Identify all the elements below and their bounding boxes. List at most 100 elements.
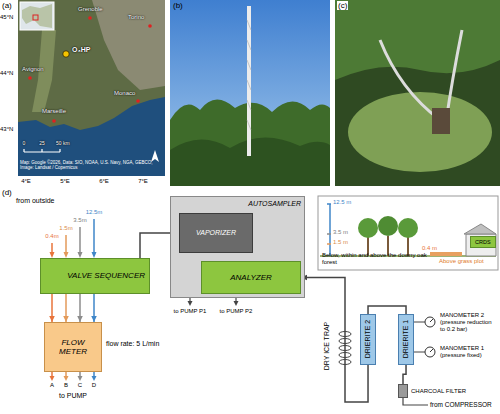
container-box: AUTOSAMPLER VAPORIZER ANALYZER bbox=[170, 196, 305, 298]
height-label: 3.5 m bbox=[333, 229, 348, 236]
latitude-label: 43°N bbox=[0, 126, 13, 133]
instrument-box: CRDS bbox=[470, 236, 496, 248]
connector bbox=[403, 365, 406, 384]
scale-bar bbox=[24, 149, 60, 152]
height-label: 1.5 m bbox=[333, 239, 348, 246]
longitude-label: 6°E bbox=[99, 178, 109, 185]
manometer bbox=[425, 347, 435, 357]
compressor-label: from COMPRESSOR bbox=[430, 401, 492, 408]
manometer-label: MANOMETER 2 (pressure reduction to 0.2 b… bbox=[440, 312, 497, 333]
node-text: AUTOSAMPLER bbox=[229, 200, 301, 208]
pump-line bbox=[79, 372, 81, 376]
tick bbox=[327, 243, 331, 245]
city-label: Marseille bbox=[42, 108, 66, 115]
house bbox=[466, 234, 496, 256]
foliage bbox=[335, 0, 500, 80]
tree bbox=[358, 218, 378, 238]
node-text: CHARCOAL FILTER bbox=[411, 388, 466, 395]
node-text: ANALYZER bbox=[230, 273, 272, 282]
needle bbox=[430, 349, 433, 352]
arrowhead bbox=[78, 376, 83, 381]
process-box: VAPORIZER bbox=[179, 213, 253, 253]
scale-label: 50 km bbox=[56, 141, 70, 147]
arrowhead bbox=[92, 376, 97, 381]
tree bbox=[398, 218, 418, 238]
height-label: 12.5m bbox=[86, 209, 103, 216]
inset-illustration bbox=[318, 196, 498, 270]
inlet-line bbox=[93, 219, 95, 253]
inlet-label: from outside bbox=[16, 197, 55, 205]
city-dot bbox=[28, 76, 32, 80]
inlet-line bbox=[65, 235, 67, 253]
arrowhead bbox=[64, 376, 69, 381]
inset-region bbox=[33, 15, 38, 20]
manometer bbox=[425, 317, 435, 327]
sky bbox=[170, 0, 330, 186]
needle bbox=[430, 319, 433, 322]
site-dot bbox=[63, 51, 69, 57]
drierite-column: DRIERITE 1 bbox=[398, 314, 414, 365]
flow-note: flow rate: 5 L/min bbox=[106, 340, 164, 348]
map-attribution: Map: Google ©2026, Data: SIO, NOAA, U.S.… bbox=[20, 160, 163, 170]
longitude-label: 4°E bbox=[21, 178, 31, 185]
arrowhead bbox=[234, 301, 239, 306]
panel-letter: (a) bbox=[2, 1, 12, 10]
tree bbox=[378, 216, 398, 236]
inlet-line bbox=[79, 227, 81, 253]
node-text: Above grass plot bbox=[439, 258, 496, 265]
map-land bbox=[18, 0, 165, 176]
roof bbox=[464, 224, 496, 234]
forest bbox=[335, 0, 500, 186]
channel-label: A bbox=[50, 382, 54, 389]
latitude-label: 45°N bbox=[0, 14, 13, 21]
panel-letter: (b) bbox=[173, 1, 183, 10]
map-sea bbox=[18, 97, 165, 176]
tick bbox=[327, 203, 331, 205]
city-label: Torino bbox=[128, 14, 144, 21]
scale-label: 25 bbox=[39, 141, 45, 147]
node-text: VALVE SEQUENCER bbox=[67, 271, 145, 280]
node-text: VAPORIZER bbox=[196, 229, 236, 237]
channel-label: D bbox=[92, 382, 96, 389]
channel-label: C bbox=[78, 382, 82, 389]
process-box: FLOW METER bbox=[44, 322, 102, 372]
process-box: ANALYZER bbox=[201, 261, 301, 294]
node-text: Below, within and above the downy oak fo… bbox=[322, 252, 440, 266]
city-dot bbox=[52, 119, 56, 123]
node-text: DRIERITE 2 bbox=[364, 320, 372, 359]
longitude-label: 5°E bbox=[60, 178, 70, 185]
height-label: 1.5m bbox=[59, 225, 72, 232]
pump-line bbox=[65, 372, 67, 376]
inset-frame bbox=[318, 196, 498, 270]
site-label: O₃HP bbox=[72, 46, 90, 54]
trap-label: DRY ICE TRAP bbox=[323, 322, 331, 371]
height-label: 0.4 m bbox=[422, 245, 437, 252]
person bbox=[432, 108, 450, 134]
pump-label: to PUMP bbox=[59, 392, 87, 400]
height-label: 0.4m bbox=[45, 233, 58, 240]
arrowhead bbox=[188, 301, 193, 306]
scale-label: 0 bbox=[23, 141, 26, 147]
process-box: VALVE SEQUENCER bbox=[40, 258, 150, 294]
mast bbox=[329, 204, 331, 256]
longitude-label: 7°E bbox=[138, 178, 148, 185]
compressor-line bbox=[403, 398, 428, 405]
plot-photo bbox=[335, 0, 500, 186]
manometer-label: MANOMETER 1 (pressure fixed) bbox=[440, 345, 497, 359]
map-alps bbox=[92, 0, 165, 90]
city-label: Monaco bbox=[114, 90, 135, 97]
europe-land bbox=[22, 4, 52, 28]
arrowhead bbox=[50, 376, 55, 381]
panel-letter: (d) bbox=[2, 188, 12, 197]
tower bbox=[247, 6, 251, 156]
tower-photo bbox=[170, 0, 330, 186]
connector bbox=[368, 306, 406, 314]
channel-label: B bbox=[64, 382, 68, 389]
manometer-pipe bbox=[413, 322, 425, 352]
latitude-label: 44°N bbox=[0, 70, 13, 77]
panel-letter: (c) bbox=[337, 1, 348, 10]
node-text: DRIERITE 1 bbox=[402, 320, 410, 359]
pump-line bbox=[93, 372, 95, 376]
node-text: CRDS bbox=[475, 239, 491, 245]
tube bbox=[380, 40, 440, 120]
